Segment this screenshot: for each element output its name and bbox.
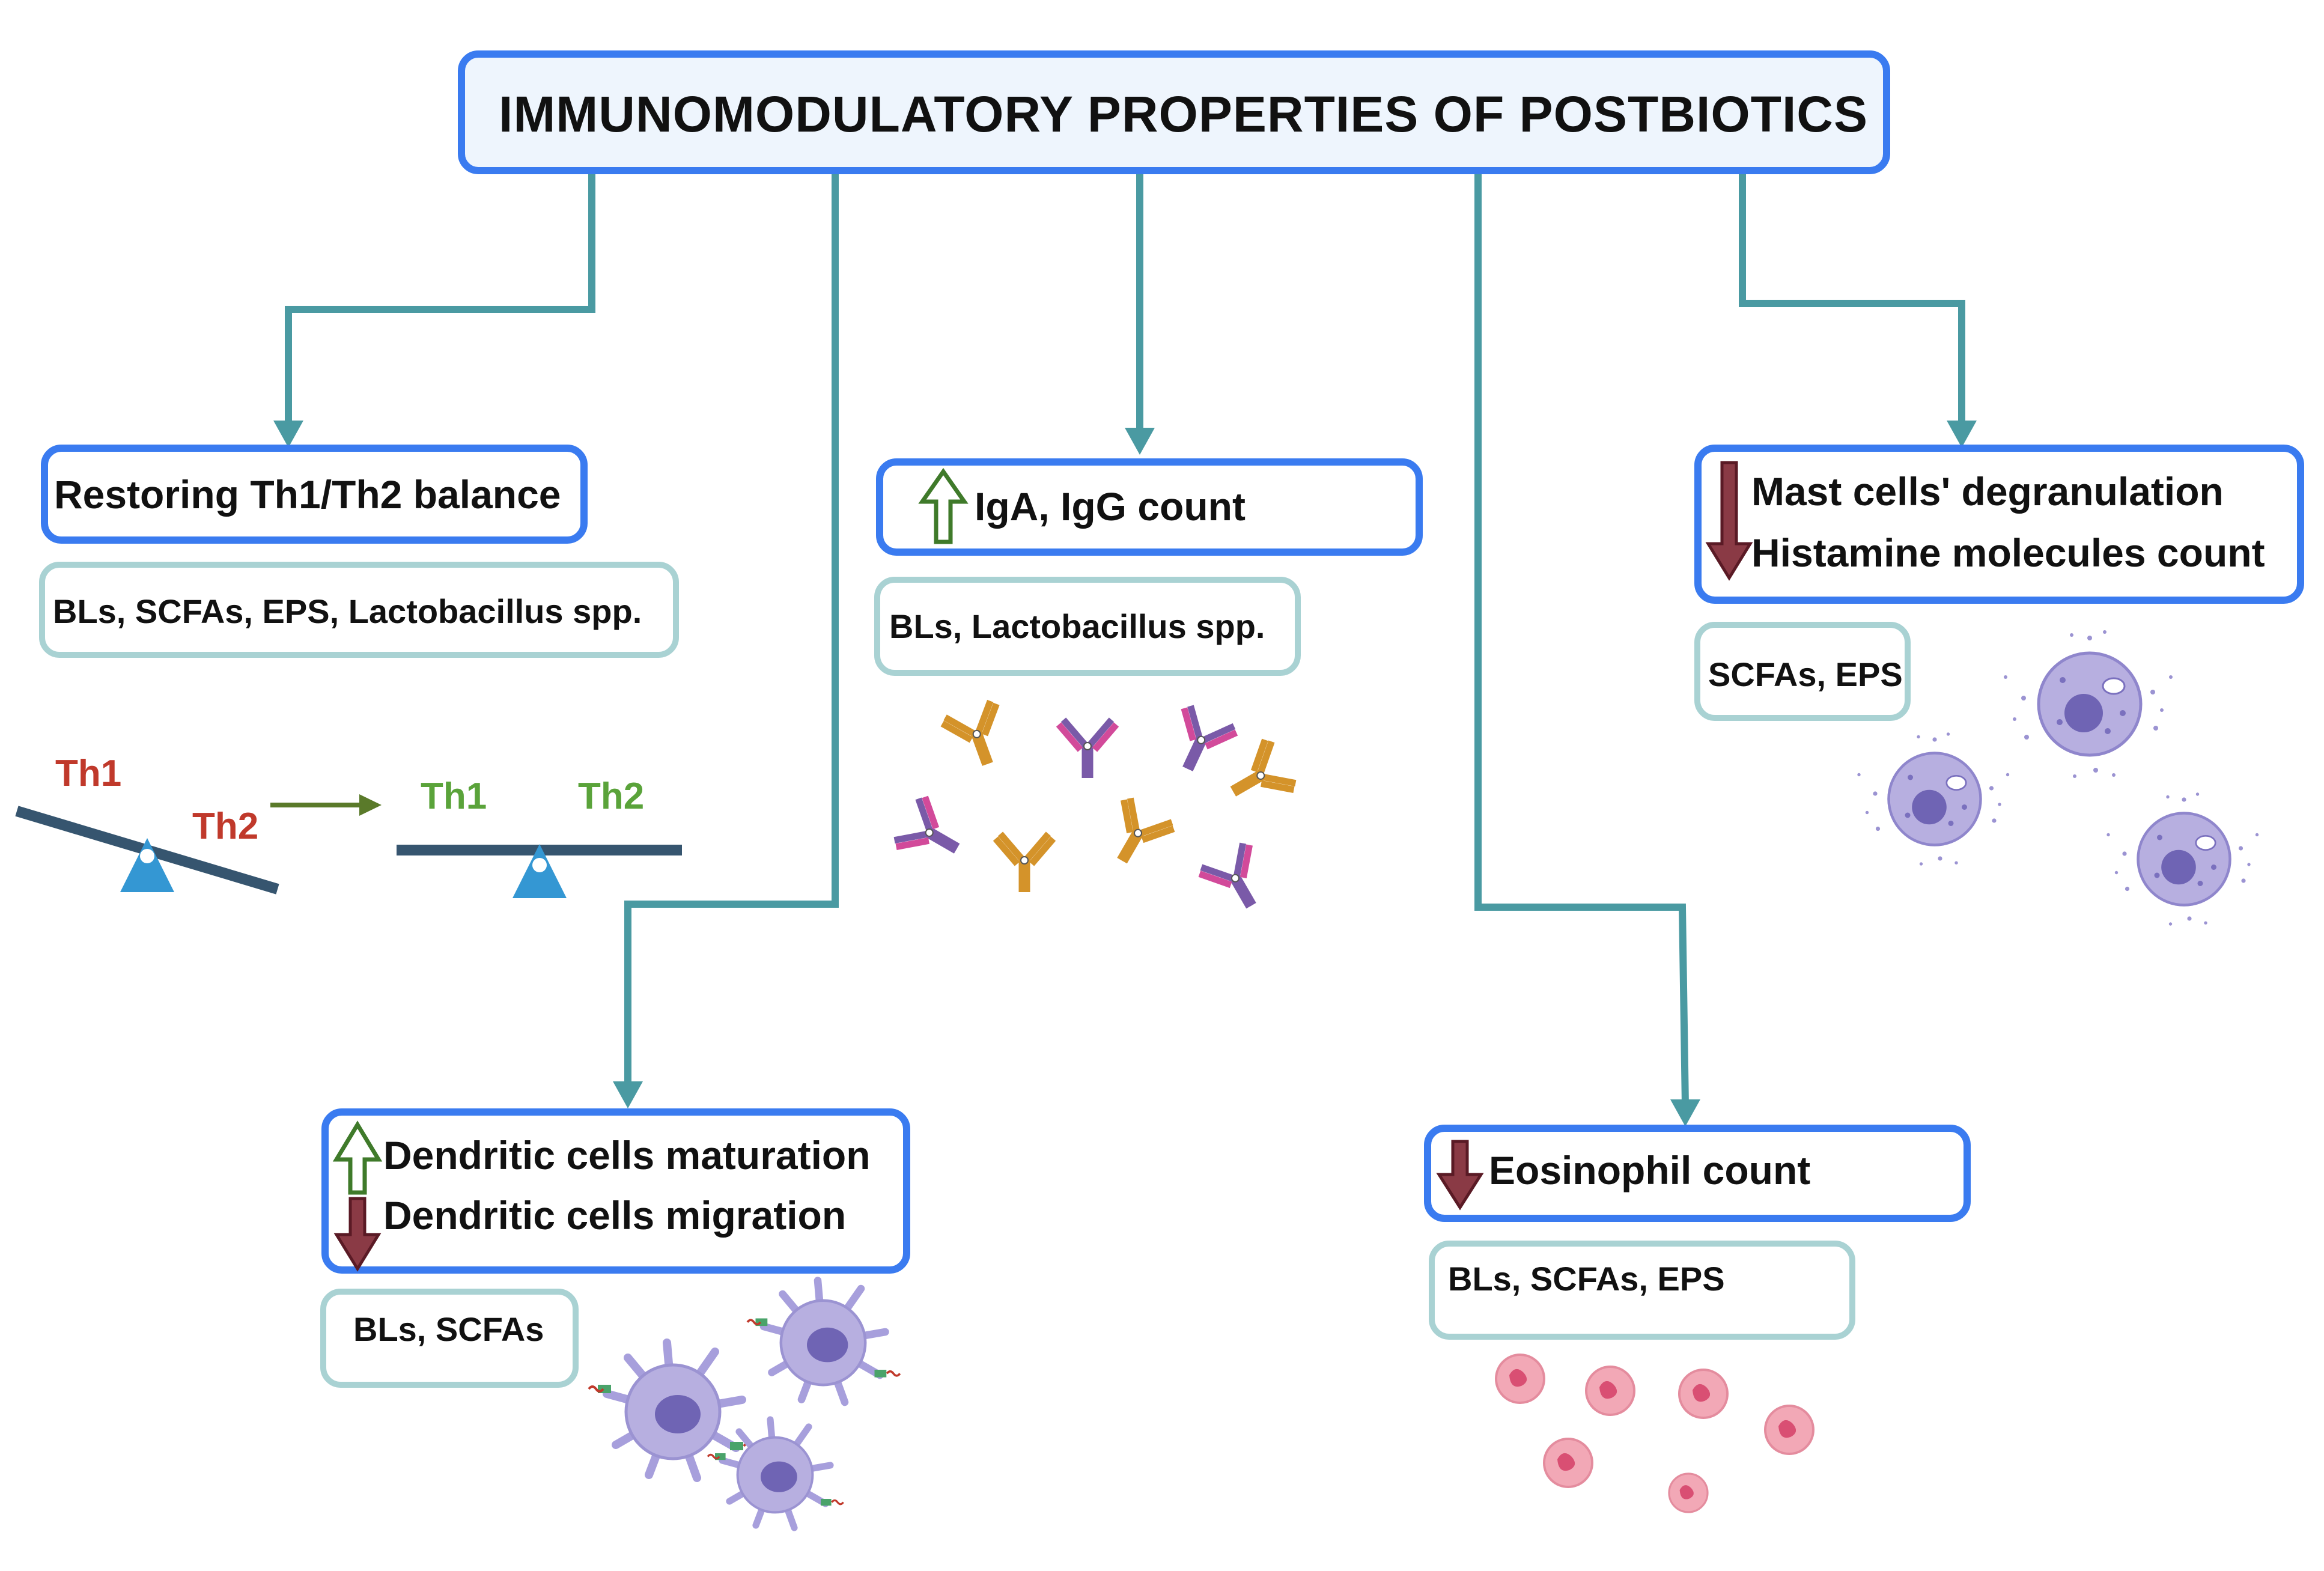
mc-sources-box [1694, 622, 1911, 721]
ig-sources-box [874, 577, 1301, 676]
antibody-icon [892, 794, 972, 874]
arrowhead-eo [1670, 1099, 1700, 1126]
ig-heading: IgA, IgG count [975, 484, 1246, 529]
mc-heading-histamine: Histamine molecules count [1751, 530, 2265, 575]
dc-heading-migration: Dendritic cells migration [383, 1193, 847, 1238]
eo-heading: Eosinophil count [1489, 1148, 1811, 1193]
antibody-icon [1161, 704, 1238, 781]
arrowhead-dc [613, 1081, 643, 1108]
eo-sources-box [1429, 1241, 1855, 1340]
antibody-icon [1059, 720, 1116, 778]
up-arrow-icon [332, 1120, 383, 1195]
arrowhead-th [273, 421, 303, 448]
ig-sources-text: BLs, Lactobacillus spp. [889, 607, 1265, 645]
dc-box [321, 1108, 910, 1274]
dc-sources-box [320, 1289, 579, 1388]
shift-arrow-icon [270, 794, 382, 816]
balance-before-th1: Th1 [55, 753, 122, 794]
mc-sources-text: SCFAs, EPS [1708, 655, 1903, 693]
connector-dc [624, 174, 839, 1087]
arrowhead-ig [1125, 428, 1155, 455]
connector-eo [1474, 174, 1689, 1106]
connector-th [285, 174, 595, 424]
antibody-icon [1218, 737, 1298, 816]
eosinophil-icon [1495, 1354, 1545, 1404]
seesaw-icon [15, 806, 279, 895]
title-box [458, 50, 1890, 174]
arrowhead-mc [1947, 421, 1977, 448]
down-arrow-icon [1436, 1140, 1484, 1211]
th-balance-box [41, 445, 588, 544]
th-sources-text: BLs, SCFAs, EPS, Lactobacillus spp. [53, 592, 642, 630]
dendritic-cell-icon [708, 1420, 844, 1528]
diagram-title: IMMUNOMODULATORY PROPERTIES OF POSTBIOTI… [499, 86, 1868, 142]
th-sources-box [39, 562, 679, 658]
down-arrow-icon [1705, 461, 1753, 581]
eo-box [1424, 1125, 1971, 1222]
eosinophil-icon [1543, 1438, 1593, 1488]
antibody-icon [1097, 796, 1176, 875]
mast-cell-icon [1857, 732, 2009, 865]
mast-cell-icon [2004, 630, 2173, 778]
dendritic-cell-icon [747, 1281, 900, 1403]
mc-heading-degranulation: Mast cells' degranulation [1751, 469, 2224, 514]
balance-after-th1: Th1 [421, 776, 487, 817]
eosinophil-icon [1678, 1369, 1729, 1419]
balance-after-th2: Th2 [578, 776, 645, 817]
mast-cell-icon [2107, 792, 2259, 925]
down-arrow-icon [333, 1197, 382, 1272]
ig-box [876, 458, 1423, 556]
dc-heading-maturation: Dendritic cells maturation [383, 1133, 871, 1177]
connector-mc [1739, 174, 1965, 421]
seesaw-icon [397, 844, 682, 898]
dc-sources-text: BLs, SCFAs [353, 1310, 544, 1348]
up-arrow-icon [918, 467, 969, 544]
eosinophil-cluster [1495, 1354, 1814, 1513]
antibody-icon [941, 699, 1015, 774]
eosinophil-icon [1764, 1405, 1814, 1455]
th-balance-heading: Restoring Th1/Th2 balance [54, 472, 561, 517]
balance-before-th2: Th2 [192, 806, 259, 847]
eosinophil-icon [1668, 1472, 1709, 1513]
eo-sources-text: BLs, SCFAs, EPS [1448, 1260, 1725, 1298]
eosinophil-icon [1585, 1366, 1635, 1416]
dendritic-cell-cluster [589, 1281, 900, 1528]
mast-cell-cluster [1857, 630, 2259, 926]
dendritic-cell-icon [589, 1343, 758, 1478]
antibody-cluster [892, 699, 1298, 920]
antibody-icon [996, 834, 1053, 892]
mc-box [1694, 445, 2304, 604]
antibody-icon [1197, 841, 1276, 920]
